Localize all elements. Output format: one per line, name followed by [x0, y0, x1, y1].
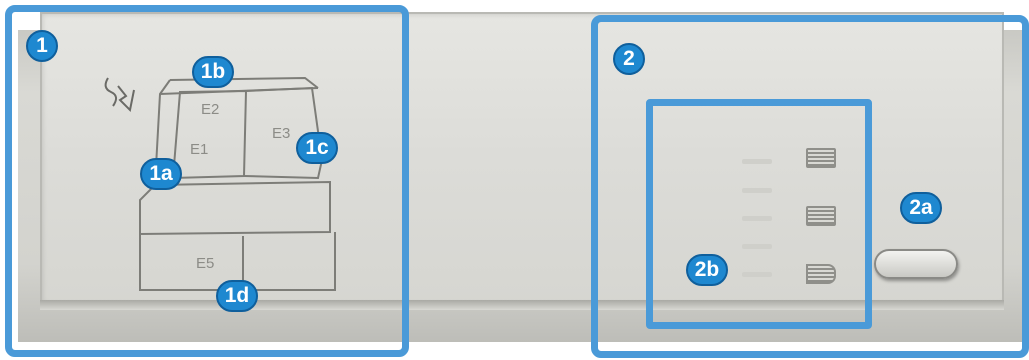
callout-badge-1: 1	[26, 30, 58, 62]
callout-badge-2b: 2b	[686, 254, 728, 286]
callout-badge-1b: 1b	[192, 56, 234, 88]
callout-badge-1d: 1d	[216, 280, 258, 312]
callout-frame-2b	[646, 99, 872, 329]
callout-badge-1c: 1c	[296, 132, 338, 164]
callout-badge-2a: 2a	[900, 192, 942, 224]
callout-badge-1a: 1a	[140, 158, 182, 190]
callout-badge-2: 2	[613, 43, 645, 75]
